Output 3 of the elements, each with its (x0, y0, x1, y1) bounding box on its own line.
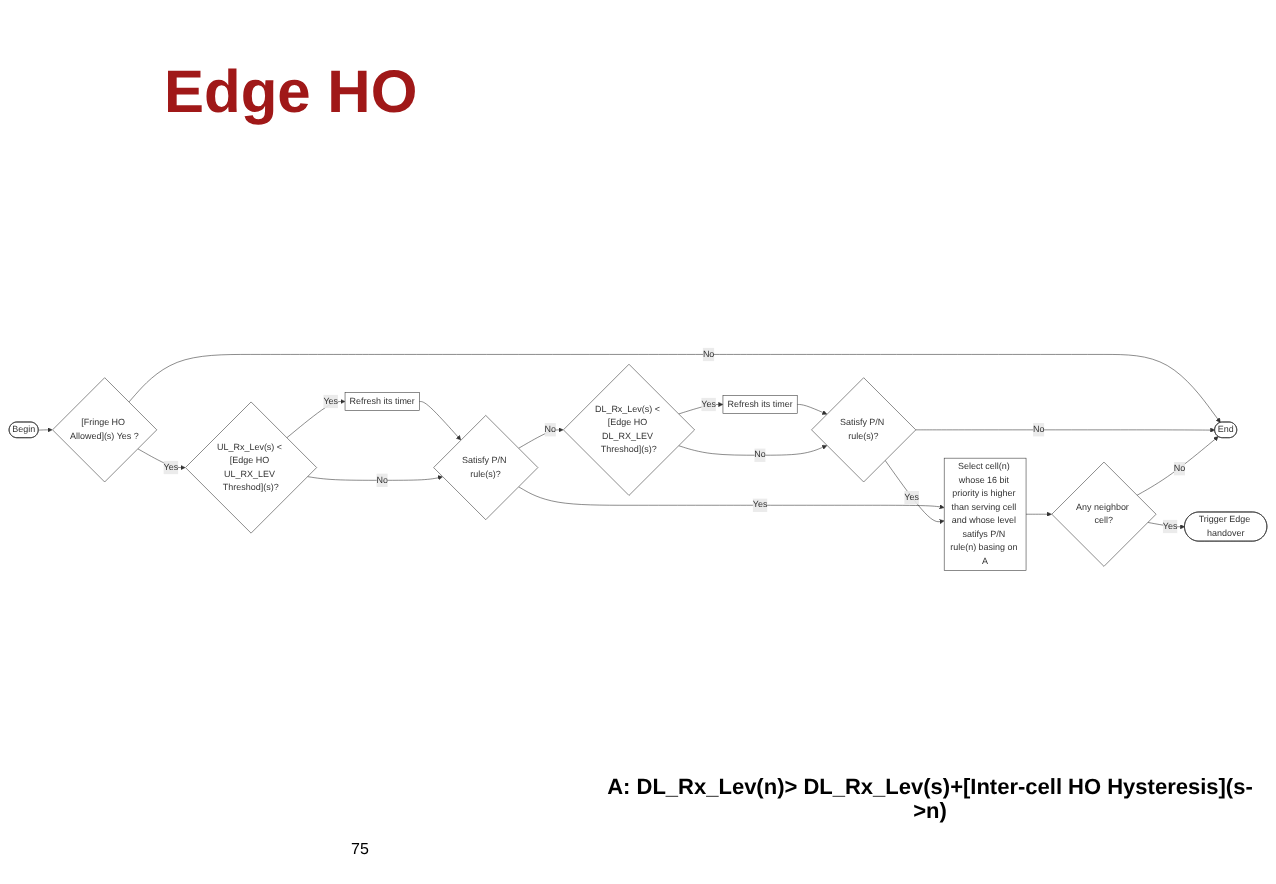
page-number: 75 (349, 840, 371, 858)
title: Edge HO (164, 60, 418, 128)
note: A: DL_Rx_Lev(n)> DL_Rx_Lev(s)+[Inter-cell HO Hysteresis](s->n) (605, 776, 1255, 824)
